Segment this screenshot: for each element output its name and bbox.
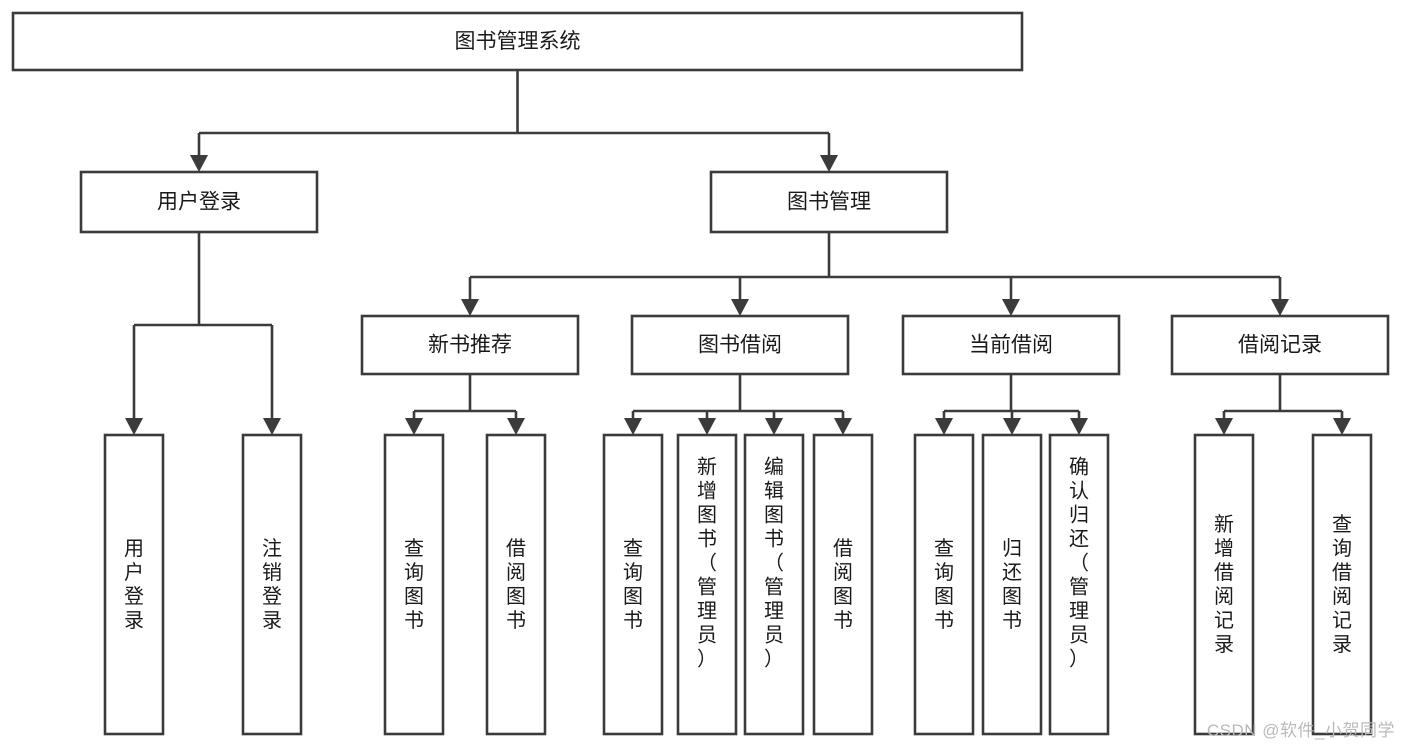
node-book-borrow-label: 图书借阅 (698, 334, 782, 357)
node-book-borrow-box (630, 314, 850, 376)
node-root-label: 图书管理系统 (455, 30, 581, 53)
node-leaf-borrow-book-2-label: 借阅图书 (833, 537, 853, 632)
node-new-book-recommend[interactable]: 新书推荐 (360, 314, 580, 376)
node-leaf-query-book-2-label: 查询图书 (623, 537, 643, 632)
node-leaf-add-book-box (676, 433, 738, 736)
arrow-icon-leaf-borrow-book-2 (834, 418, 852, 435)
node-leaf-borrow-book-1-box (485, 433, 547, 736)
arrow-icon-leaf-edit-book (765, 418, 783, 435)
node-leaf-borrow-book-1[interactable]: 借阅图书 (485, 433, 547, 736)
node-leaf-edit-book[interactable]: 编辑图书（管理员） (743, 433, 805, 736)
node-leaf-query-book-3[interactable]: 查询图书 (913, 433, 975, 736)
node-leaf-borrow-book-2[interactable]: 借阅图书 (812, 433, 874, 736)
arrow-icon-book-management (820, 155, 838, 172)
node-leaf-borrow-book-1-label: 借阅图书 (506, 537, 526, 632)
arrow-icon-leaf-user-login (125, 418, 143, 435)
node-book-borrow[interactable]: 图书借阅 (630, 314, 850, 376)
node-leaf-query-book-2[interactable]: 查询图书 (602, 433, 664, 736)
node-leaf-query-book-3-box (913, 433, 975, 736)
node-leaf-user-logout-box (241, 433, 303, 736)
connectors-layer (125, 70, 1351, 435)
node-leaf-confirm-return[interactable]: 确认归还（管理员） (1048, 433, 1110, 736)
node-leaf-add-record[interactable]: 新增借阅记录 (1193, 433, 1255, 736)
node-leaf-edit-book-box (743, 433, 805, 736)
node-leaf-user-logout-label: 注销登录 (262, 537, 282, 632)
node-new-book-recommend-label: 新书推荐 (428, 334, 512, 357)
node-leaf-edit-book-label: 编辑图书（管理员） (764, 456, 784, 671)
arrow-icon-current-borrow (1002, 299, 1020, 316)
node-leaf-query-record-box (1311, 433, 1373, 736)
node-leaf-confirm-return-label: 确认归还（管理员） (1069, 456, 1089, 671)
arrow-icon-leaf-user-logout (263, 418, 281, 435)
arrow-icon-leaf-query-book-3 (935, 418, 953, 435)
node-leaf-confirm-return-box (1048, 433, 1110, 736)
watermark-credit: CSDN @软件_小贺同学 (1206, 721, 1395, 740)
node-leaf-user-login-label: 用户登录 (124, 538, 144, 632)
arrow-icon-leaf-add-record (1215, 418, 1233, 435)
node-leaf-return-book-label: 归还图书 (1002, 537, 1022, 632)
node-leaf-query-book-1-box (383, 433, 445, 736)
node-leaf-return-book[interactable]: 归还图书 (981, 433, 1043, 736)
nodes-layer: 图书管理系统用户登录图书管理新书推荐图书借阅当前借阅借阅记录用户登录注销登录查询… (11, 11, 1390, 736)
node-current-borrow[interactable]: 当前借阅 (901, 314, 1121, 376)
node-root-box (11, 11, 1024, 72)
node-leaf-query-book-2-box (602, 433, 664, 736)
arrow-icon-leaf-query-book-2 (624, 418, 642, 435)
arrow-icon-new-book-recommend (461, 299, 479, 316)
node-user-login-box (79, 170, 319, 234)
node-leaf-borrow-book-2-box (812, 433, 874, 736)
node-current-borrow-box (901, 314, 1121, 376)
node-leaf-query-book-1[interactable]: 查询图书 (383, 433, 445, 736)
node-current-borrow-label: 当前借阅 (969, 334, 1053, 357)
arrow-icon-user-login (190, 155, 208, 172)
node-user-login-label: 用户登录 (157, 191, 241, 214)
node-root[interactable]: 图书管理系统 (11, 11, 1024, 72)
node-user-login[interactable]: 用户登录 (79, 170, 319, 234)
node-leaf-add-book-label: 新增图书（管理员） (697, 456, 717, 671)
node-leaf-query-record-label: 查询借阅记录 (1332, 513, 1352, 656)
node-leaf-user-login-box (103, 433, 165, 736)
node-leaf-user-logout[interactable]: 注销登录 (241, 433, 303, 736)
node-leaf-query-record[interactable]: 查询借阅记录 (1311, 433, 1373, 736)
arrow-icon-leaf-borrow-book-1 (507, 418, 525, 435)
node-leaf-query-book-1-label: 查询图书 (404, 537, 424, 632)
node-leaf-user-login[interactable]: 用户登录 (103, 433, 165, 736)
node-leaf-add-record-box (1193, 433, 1255, 736)
arrow-icon-book-borrow (731, 299, 749, 316)
node-book-management-label: 图书管理 (787, 191, 871, 214)
arrow-icon-leaf-query-book-1 (405, 418, 423, 435)
node-borrow-record-label: 借阅记录 (1238, 334, 1322, 357)
node-book-management-box (709, 170, 949, 234)
arrow-icon-leaf-query-record (1333, 418, 1351, 435)
node-leaf-return-book-box (981, 433, 1043, 736)
node-leaf-add-book[interactable]: 新增图书（管理员） (676, 433, 738, 736)
arrow-icon-leaf-add-book (698, 418, 716, 435)
node-borrow-record-box (1170, 314, 1390, 376)
arrow-icon-leaf-confirm-return (1070, 418, 1088, 435)
node-book-management[interactable]: 图书管理 (709, 170, 949, 234)
node-borrow-record[interactable]: 借阅记录 (1170, 314, 1390, 376)
node-leaf-query-book-3-label: 查询图书 (934, 537, 954, 632)
node-new-book-recommend-box (360, 314, 580, 376)
arrow-icon-leaf-return-book (1003, 418, 1021, 435)
arrow-icon-borrow-record (1271, 299, 1289, 316)
node-leaf-add-record-label: 新增借阅记录 (1214, 513, 1234, 656)
